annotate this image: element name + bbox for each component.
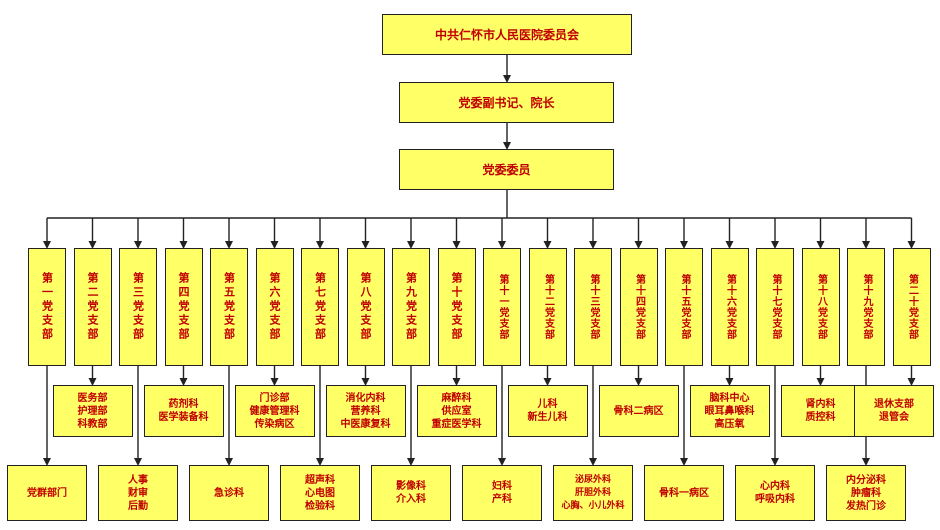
department-node: 超声科 心电图 检验科 [280, 465, 360, 521]
branch-node: 第七党支部 [301, 248, 339, 366]
branch-node: 第十一党支部 [483, 248, 521, 366]
department-node: 儿科 新生儿科 [507, 385, 588, 437]
branch-node: 第十党支部 [437, 248, 476, 366]
branch-node: 第十五党支部 [665, 248, 703, 366]
department-node: 党群部门 [7, 465, 87, 521]
branch-node: 第九党支部 [392, 248, 430, 366]
department-node: 骨科一病区 [644, 465, 724, 521]
department-node: 影像科 介入科 [371, 465, 451, 521]
branch-node: 第一党支部 [28, 248, 66, 366]
branch-node: 第三党支部 [119, 248, 157, 366]
branch-node: 第十三党支部 [574, 248, 612, 366]
branch-node: 第十二党支部 [528, 248, 567, 366]
department-node: 消化内科 营养科 中医康复科 [325, 385, 406, 437]
branch-node: 第十八党支部 [801, 248, 840, 366]
committee-members-node: 党委委员 [399, 149, 614, 190]
department-node: 门诊部 健康管理科 传染病区 [234, 385, 315, 437]
department-node: 医务部 护理部 科教部 [52, 385, 133, 437]
branch-node: 第二党支部 [73, 248, 112, 366]
department-node: 人事 财审 后勤 [98, 465, 178, 521]
department-node: 麻醉科 供应室 重症医学科 [416, 385, 497, 437]
branch-node: 第十四党支部 [619, 248, 658, 366]
deputy-secretary-node: 党委副书记、院长 [399, 82, 614, 123]
branch-node: 第十六党支部 [710, 248, 749, 366]
department-node: 药剂科 医学装备科 [143, 385, 224, 437]
department-node: 退休支部 退管会 [854, 385, 934, 437]
department-node: 心内科 呼吸内科 [735, 465, 815, 521]
department-node: 脑科中心 眼耳鼻喉科 高压氧 [689, 385, 770, 437]
committee-node: 中共仁怀市人民医院委员会 [382, 14, 632, 55]
department-node: 妇科 产科 [462, 465, 542, 521]
branch-node: 第四党支部 [164, 248, 203, 366]
department-node: 急诊科 [189, 465, 269, 521]
department-node: 肾内科 质控科 [780, 385, 861, 437]
branch-node: 第六党支部 [255, 248, 294, 366]
department-node: 泌尿外科 肝胆外科 心胸、小儿外科 [553, 465, 633, 521]
branch-node: 第二十党支部 [892, 248, 931, 366]
department-node: 骨科二病区 [598, 385, 679, 437]
branch-node: 第十九党支部 [847, 248, 885, 366]
branch-node: 第十七党支部 [756, 248, 794, 366]
branch-node: 第八党支部 [346, 248, 385, 366]
branch-node: 第五党支部 [210, 248, 248, 366]
department-node: 内分泌科 肿瘤科 发热门诊 [826, 465, 906, 521]
